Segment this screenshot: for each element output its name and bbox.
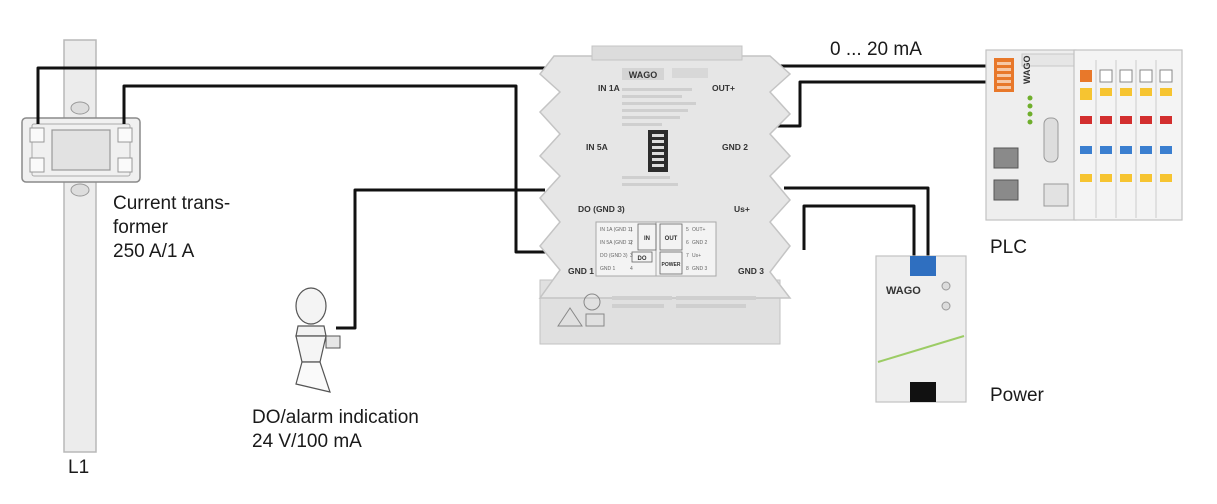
module-brand-badge bbox=[622, 68, 664, 80]
terminal-in-1a: IN 1A bbox=[598, 83, 620, 93]
signal-label: 0 ... 20 mA bbox=[830, 39, 922, 60]
wires bbox=[36, 64, 988, 330]
measurement-module: WAGO IN 1A OUT+ IN 5A GND 2 DO (GND 3) U… bbox=[538, 45, 792, 345]
power-output-terminal bbox=[910, 382, 936, 402]
wire-module-do-to-alarm bbox=[336, 188, 545, 330]
terminal-gnd-3: GND 3 bbox=[738, 266, 764, 276]
table-row-right: Us+ bbox=[692, 253, 701, 259]
table-row-right: GND 2 bbox=[692, 240, 708, 246]
wire-module-gnd2-to-plc bbox=[760, 80, 988, 128]
ct-label-line3: 250 A/1 A bbox=[113, 241, 195, 262]
terminal-gnd-1: GND 1 bbox=[568, 266, 594, 276]
table-row-left: GND 1 bbox=[600, 266, 616, 272]
table-row-left: DO (GND 3) bbox=[600, 253, 628, 259]
table-row-rn: 5 bbox=[686, 227, 689, 233]
table-row-ln: 2 bbox=[630, 240, 633, 246]
table-row-ln: 3 bbox=[630, 253, 633, 259]
table-label-do: DO bbox=[638, 256, 647, 262]
module-spec-lines bbox=[622, 88, 696, 186]
power-supply: WAGO bbox=[875, 255, 967, 403]
power-stripe bbox=[877, 335, 965, 363]
ct-label-line2: former bbox=[113, 217, 168, 238]
plc-status-leds bbox=[1027, 95, 1033, 125]
power-led-2 bbox=[941, 301, 951, 311]
plc-card-slot bbox=[1043, 117, 1059, 163]
l1-label: L1 bbox=[68, 457, 90, 478]
plc-unit: WAGO bbox=[985, 49, 1183, 221]
terminal-do-gnd3: DO (GND 3) bbox=[578, 204, 625, 214]
plc-io-leds bbox=[1080, 69, 1173, 182]
plc-module-dividers bbox=[1095, 60, 1157, 218]
terminal-gnd-2: GND 2 bbox=[722, 142, 748, 152]
wire-module-us-to-power bbox=[784, 186, 930, 262]
plc-ethernet-port-2[interactable] bbox=[993, 179, 1019, 201]
plc-ethernet-port-1[interactable] bbox=[993, 147, 1019, 169]
terminal-table: IN OUT POWER DO IN 1A (GND 1) 1 5 OUT+ I… bbox=[595, 221, 717, 277]
table-row-rn: 6 bbox=[686, 240, 689, 246]
plc-label: PLC bbox=[990, 237, 1027, 258]
table-label-in: IN bbox=[644, 236, 650, 242]
power-led-1 bbox=[941, 281, 951, 291]
do-label-line2: 24 V/100 mA bbox=[252, 431, 362, 452]
plc-brand: WAGO bbox=[1022, 56, 1032, 85]
table-row-left: IN 5A (GND 1) bbox=[600, 240, 633, 246]
power-input-terminal bbox=[910, 256, 936, 276]
dip-switch[interactable] bbox=[648, 130, 668, 172]
table-row-rn: 7 bbox=[686, 253, 689, 259]
terminal-in-5a: IN 5A bbox=[586, 142, 608, 152]
table-row-left: IN 1A (GND 1) bbox=[600, 227, 633, 233]
power-brand: WAGO bbox=[886, 285, 921, 297]
do-label-line1: DO/alarm indication bbox=[252, 407, 419, 428]
module-brand: WAGO bbox=[629, 70, 658, 80]
table-row-right: GND 3 bbox=[692, 266, 708, 272]
table-label-out: OUT bbox=[665, 236, 678, 242]
alarm-horn bbox=[295, 287, 341, 393]
table-row-right: OUT+ bbox=[692, 227, 706, 233]
table-row-rn: 8 bbox=[686, 266, 689, 272]
table-row-ln: 1 bbox=[630, 227, 633, 233]
terminal-out-plus: OUT+ bbox=[712, 83, 735, 93]
wire-module-gnd3-to-power bbox=[802, 204, 916, 262]
wire-ct-to-module-in1a bbox=[122, 84, 562, 254]
current-transformer bbox=[21, 101, 141, 197]
certification-icons bbox=[557, 293, 756, 327]
ct-label-line1: Current trans- bbox=[113, 193, 231, 214]
power-label: Power bbox=[990, 385, 1044, 406]
table-row-ln: 4 bbox=[630, 266, 633, 272]
table-label-power: POWER bbox=[662, 262, 681, 268]
wire-ct-to-module-gnd1 bbox=[36, 66, 560, 124]
terminal-us-plus: Us+ bbox=[734, 204, 750, 214]
